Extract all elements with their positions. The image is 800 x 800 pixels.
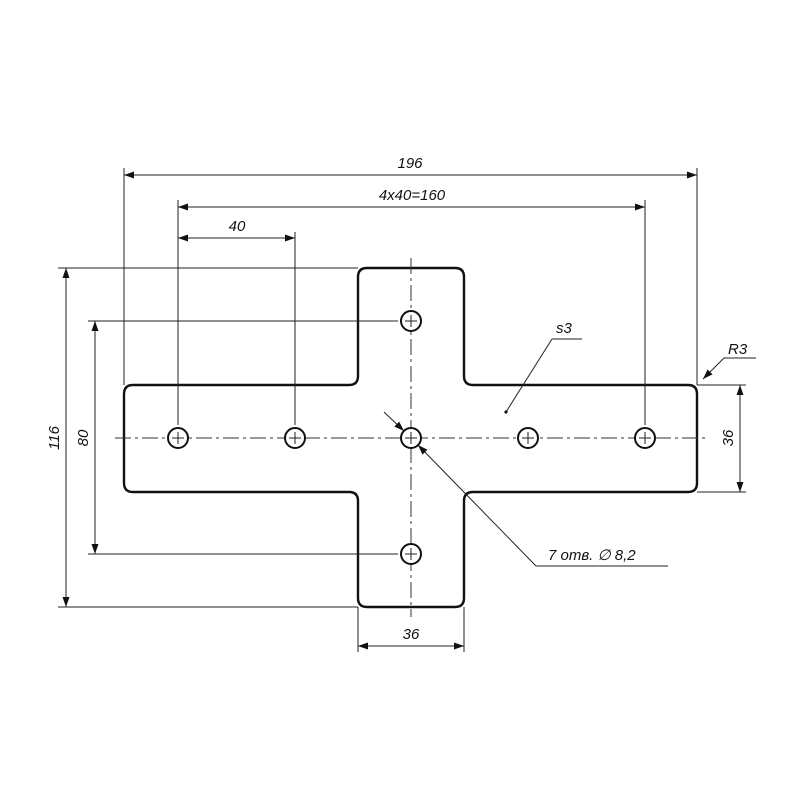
radius-leader [702, 357, 756, 380]
dim-text-overall-width: 196 [397, 155, 423, 172]
hole [400, 310, 422, 332]
holes-callout-label: 7 отв. ∅ 8,2 [548, 547, 636, 564]
mounting-holes [167, 310, 656, 565]
hole [400, 543, 422, 565]
dim-text-hole-span: 4x40=160 [379, 187, 446, 204]
hole-callout-leader [383, 411, 668, 567]
hole [284, 427, 306, 449]
dim-text-hole-pitch: 40 [229, 218, 246, 235]
hole [634, 427, 656, 449]
dim-text-arm-width-bottom: 36 [403, 626, 420, 643]
extension-lines [58, 168, 746, 652]
plate-outline [122, 266, 699, 609]
thickness-leader [504, 338, 582, 414]
hole [167, 427, 189, 449]
dim-text-arm-width-right: 36 [720, 429, 737, 446]
hole [517, 427, 539, 449]
thickness-label: s3 [556, 320, 573, 337]
dim-text-vertical-hole-span: 80 [75, 429, 92, 446]
dim-text-overall-height: 116 [46, 425, 63, 450]
corner-radius-label: R3 [728, 341, 748, 358]
hole [400, 427, 422, 449]
